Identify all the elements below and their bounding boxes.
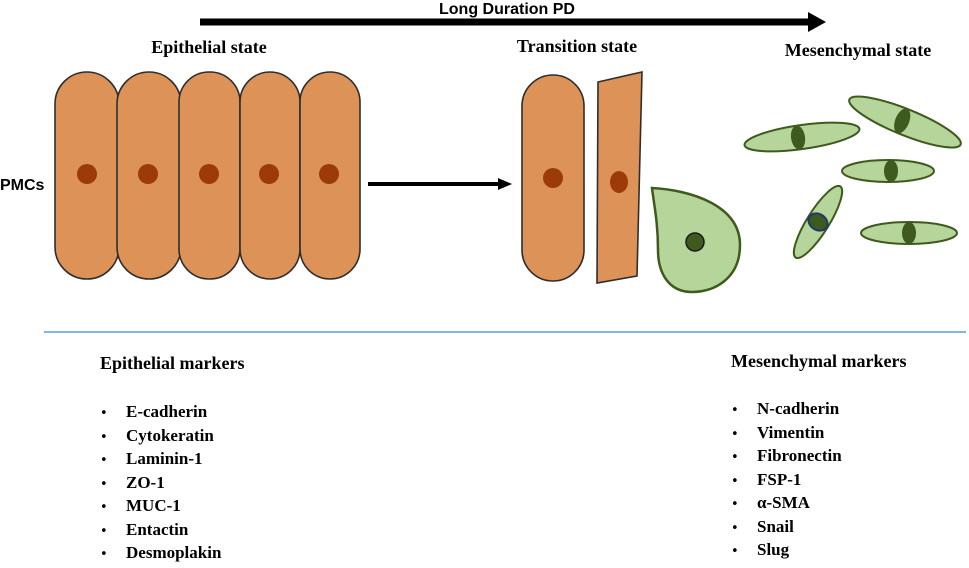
list-item: •Desmoplakin	[100, 543, 222, 562]
list-item: •Entactin	[100, 519, 189, 539]
cell-nucleus	[138, 164, 158, 184]
progression-arrow	[368, 178, 512, 190]
list-item: •Fibronectin	[731, 446, 842, 465]
cell-nucleus	[685, 232, 705, 252]
cell-nucleus	[199, 164, 219, 184]
list-item: •Cytokeratin	[100, 425, 214, 445]
mesenchymal-cell	[792, 184, 844, 260]
cell-nucleus	[319, 164, 339, 184]
epithelial-markers-heading: Epithelial markers	[100, 353, 245, 373]
transition-state-title: Transition state	[517, 36, 637, 56]
timeline-arrow	[200, 12, 826, 32]
list-item: •FSP-1	[731, 469, 802, 489]
epithelial-nuclei	[77, 164, 339, 184]
cell-nucleus	[77, 164, 97, 184]
epithelial-state-title: Epithelial state	[151, 37, 267, 57]
mesenchymal-markers-heading: Mesenchymal markers	[731, 351, 907, 371]
mesenchymal-cell	[848, 95, 962, 149]
epithelial-markers-list: •E-cadherin •Cytokeratin •Laminin-1 •ZO-…	[100, 400, 221, 565]
cell-nucleus	[543, 168, 563, 188]
mesenchymal-markers-list: •N-cadherin •Vimentin •Fibronectin •FSP-…	[731, 397, 842, 562]
pmcs-label: PMCs	[0, 177, 45, 194]
cell-nucleus	[259, 164, 279, 184]
mesenchymal-cell	[860, 221, 958, 245]
cell-nucleus	[610, 171, 628, 193]
mesenchymal-cell	[743, 121, 861, 153]
mesenchymal-cells	[743, 95, 962, 260]
list-item: •α-SMA	[731, 493, 810, 512]
list-item: •Laminin-1	[100, 449, 203, 468]
list-item: •ZO-1	[100, 472, 165, 492]
transition-cells	[521, 70, 742, 294]
list-item: •E-cadherin	[100, 402, 208, 421]
list-item: •Vimentin	[731, 422, 825, 442]
list-item: •Slug	[731, 540, 790, 559]
list-item: •N-cadherin	[731, 399, 840, 418]
mesenchymal-state-title: Mesenchymal state	[785, 40, 931, 60]
mesenchymal-cell	[841, 159, 935, 183]
list-item: •Snail	[731, 516, 794, 536]
list-item: •MUC-1	[100, 496, 181, 515]
timeline-label: Long Duration PD	[439, 1, 575, 18]
